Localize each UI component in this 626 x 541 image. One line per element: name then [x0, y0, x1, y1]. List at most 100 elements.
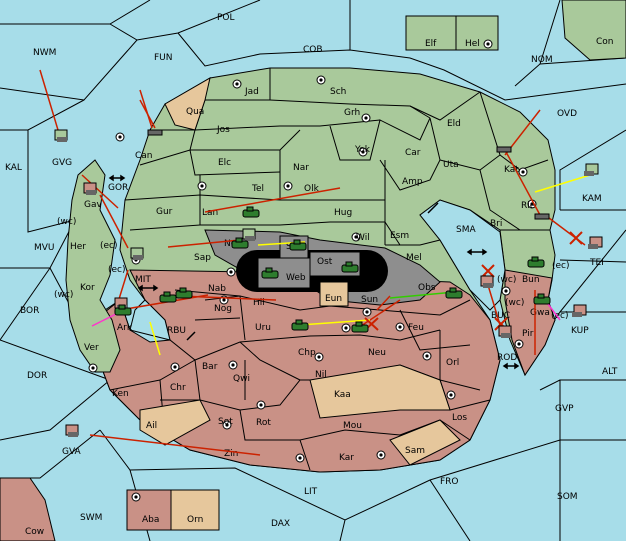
label-Amp: Amp	[402, 177, 423, 187]
label-NOM: NOM	[531, 55, 553, 65]
label-Gwa: Gwa	[530, 308, 550, 318]
label-ROD: ROD	[497, 353, 517, 363]
label-OVD: OVD	[557, 109, 577, 119]
label-SMA: SMA	[456, 225, 476, 235]
label-GVG: GVG	[52, 158, 72, 168]
green-borders	[124, 68, 549, 246]
island-elf-hel	[405, 15, 499, 51]
label-Nil: Nil	[315, 370, 327, 380]
fleet-icon-BUC[interactable]	[480, 275, 494, 288]
army-icon-Bun[interactable]	[527, 256, 545, 268]
label-Ark: Ark	[117, 323, 133, 333]
territory-Con[interactable]	[561, 0, 626, 61]
army-icon-Gwa[interactable]	[533, 293, 551, 305]
label-Orn: Orn	[187, 515, 203, 525]
label-Ost: Ost	[317, 257, 333, 267]
label-Jos: Jos	[216, 125, 230, 135]
army-icon-Sun[interactable]	[351, 321, 369, 333]
label-Gur: Gur	[156, 207, 173, 217]
label-Qwi: Qwi	[233, 374, 250, 384]
label-Kar: Kar	[339, 453, 354, 463]
label-Ken: Ken	[112, 389, 129, 399]
label-GOR: GOR	[108, 183, 128, 193]
territory-Ail[interactable]	[139, 399, 211, 446]
fleet-icon-Can[interactable]	[147, 129, 163, 136]
fleet-icon-KUP[interactable]	[572, 304, 587, 317]
fleet-icon-ROD[interactable]	[498, 325, 512, 338]
army-icon-Nor[interactable]	[231, 237, 249, 249]
label-GVA: GVA	[62, 447, 82, 457]
label-Kaa: Kaa	[334, 390, 351, 400]
army-icon-Hil[interactable]	[159, 291, 177, 303]
label-Mou: Mou	[343, 421, 362, 431]
label-Hug: Hug	[334, 208, 352, 218]
label-BOR: BOR	[20, 306, 39, 316]
label-Ail: Ail	[146, 421, 157, 431]
territory-Kaa[interactable]	[309, 364, 451, 419]
fleet-icon-Kat[interactable]	[496, 146, 512, 153]
label-Sot: Sot	[218, 417, 233, 427]
fleet-icon-Nor[interactable]	[242, 228, 256, 241]
label-Feu: Feu	[408, 323, 424, 333]
territory-Sam[interactable]	[389, 419, 461, 466]
label-Nog: Nog	[214, 304, 232, 314]
fleet-icon-GVA[interactable]	[65, 424, 79, 437]
label-SOM: SOM	[557, 492, 578, 502]
fleet-icon-MIT[interactable]	[130, 247, 144, 260]
label-Ver: Ver	[84, 343, 99, 353]
label-Con: Con	[596, 37, 614, 47]
label-Zin: Zin	[224, 449, 238, 459]
fleet-icon-TEI[interactable]	[588, 236, 603, 249]
label-Jad: Jad	[244, 87, 259, 97]
label-Web: Web	[286, 273, 306, 283]
label-TEI: TEI	[589, 258, 604, 268]
army-icon-Ark[interactable]	[114, 304, 132, 316]
label-Nar: Nar	[293, 163, 309, 173]
label-Mel: Mel	[406, 253, 422, 263]
label-KAM: KAM	[582, 194, 602, 204]
label-Rie: Rie	[521, 201, 536, 211]
label-Eun: Eun	[325, 294, 342, 304]
label-wc-4: (wc)	[505, 298, 524, 308]
army-icon-Obs[interactable]	[445, 287, 463, 299]
territory-Orn[interactable]	[170, 489, 220, 531]
label-COB: COB	[303, 45, 323, 55]
sea-RBU[interactable]	[129, 299, 171, 343]
fleet-icon-GVG[interactable]	[54, 129, 68, 142]
label-ALT: ALT	[602, 367, 618, 377]
label-wc-1: (wc)	[57, 217, 76, 227]
label-Bri: Bri	[490, 219, 502, 229]
label-Gav: Gav	[84, 200, 102, 210]
label-wc-3: (wc)	[497, 275, 516, 285]
label-ec-4: (ec)	[551, 311, 569, 321]
label-Tel: Tel	[251, 184, 264, 194]
label-Nab: Nab	[208, 284, 226, 294]
army-icon-Web[interactable]	[261, 267, 279, 279]
connection-markers	[108, 174, 520, 370]
label-RBU: RBU	[167, 326, 186, 336]
label-ec-1: (ec)	[100, 241, 118, 251]
fleet-icon-GOR[interactable]	[83, 182, 97, 195]
label-Chp: Chp	[298, 348, 316, 358]
label-Bar: Bar	[202, 362, 218, 372]
label-Elc: Elc	[218, 158, 231, 168]
label-Pir: Pir	[522, 329, 534, 339]
label-NWM: NWM	[33, 48, 56, 58]
label-Sap: Sap	[194, 253, 211, 263]
label-MVU: MVU	[34, 243, 55, 253]
territory-Cow[interactable]	[0, 477, 56, 541]
label-Yok: Yok	[354, 145, 371, 155]
army-icon-Uru[interactable]	[291, 319, 309, 331]
army-icon-Ost[interactable]	[341, 261, 359, 273]
army-icon-Nab[interactable]	[175, 287, 193, 299]
label-Orl: Orl	[446, 358, 459, 368]
army-icon-Lan[interactable]	[242, 206, 260, 218]
fleet-icon-Rie[interactable]	[534, 213, 550, 220]
fleet-icon-KAM[interactable]	[584, 163, 599, 176]
armies	[114, 206, 551, 333]
label-BUC: BUC	[491, 311, 510, 321]
army-icon-Skr[interactable]	[289, 239, 307, 251]
territory-Qua[interactable]	[164, 76, 211, 131]
